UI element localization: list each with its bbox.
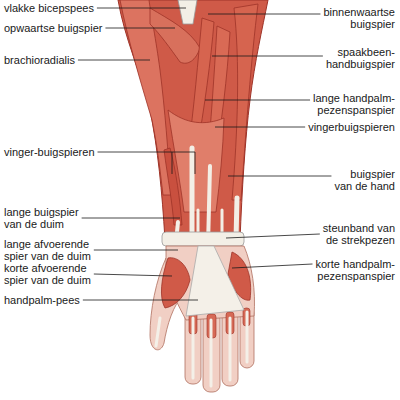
- label-text: spaakbeen-handbuigspier: [326, 46, 395, 70]
- leader-line: [82, 218, 180, 219]
- label-text: korte afvoerende spier van de duim: [4, 262, 91, 286]
- label-text: buigspier van de hand: [334, 168, 395, 192]
- part-label: vingerbuigspieren: [285, 121, 395, 133]
- leader-line: [215, 127, 305, 128]
- label-text: lange buigspier van de duim: [4, 206, 79, 230]
- part-label: korte handpalm-pezenspanspier: [305, 258, 395, 282]
- label-text: opwaartse buigspier: [4, 22, 102, 34]
- part-label: korte afvoerende spier van de duim: [4, 262, 104, 286]
- leader-line: [205, 100, 310, 101]
- part-label: brachioradialis: [4, 54, 114, 66]
- part-label: lange buigspier van de duim: [4, 206, 96, 230]
- leader-line: [83, 300, 198, 301]
- label-text: lange afvoerende spier van de duim: [4, 238, 91, 262]
- leader-line: [94, 274, 172, 276]
- label-text: binnenwaartse buigspier: [323, 6, 395, 30]
- leader-line: [98, 152, 196, 153]
- leader-line: [212, 56, 323, 57]
- part-label: handpalm-pees: [4, 294, 114, 306]
- leader-line: [228, 176, 331, 177]
- label-text: lange handpalm-pezenspanspier: [313, 92, 395, 116]
- part-label: steunband van de strekpezen: [315, 222, 395, 246]
- part-label: vinger-buigspieren: [4, 146, 114, 158]
- part-label: spaakbeen-handbuigspier: [315, 46, 395, 70]
- part-label: lange afvoerende spier van de duim: [4, 238, 104, 262]
- leader-line: [208, 14, 320, 15]
- part-label: vlakke bicepspees: [4, 2, 114, 14]
- label-text: vingerbuigspieren: [308, 121, 395, 133]
- part-label: opwaartse buigspier: [4, 22, 114, 34]
- leader-line: [94, 250, 178, 251]
- label-text: steunband van de strekpezen: [323, 222, 395, 246]
- label-text: vlakke bicepspees: [4, 2, 94, 14]
- part-label: binnenwaartse buigspier: [315, 6, 395, 30]
- leader-line: [226, 234, 320, 238]
- leader-line: [78, 60, 150, 61]
- label-text: brachioradialis: [4, 54, 75, 66]
- part-label: buigspier van de hand: [333, 168, 395, 192]
- part-label: lange handpalm-pezenspanspier: [305, 92, 395, 116]
- label-text: vinger-buigspieren: [4, 146, 95, 158]
- leader-line: [97, 8, 186, 9]
- leader-line: [105, 28, 175, 29]
- label-text: handpalm-pees: [4, 294, 80, 306]
- leader-line: [232, 264, 313, 268]
- label-text: korte handpalm-pezenspanspier: [316, 258, 396, 282]
